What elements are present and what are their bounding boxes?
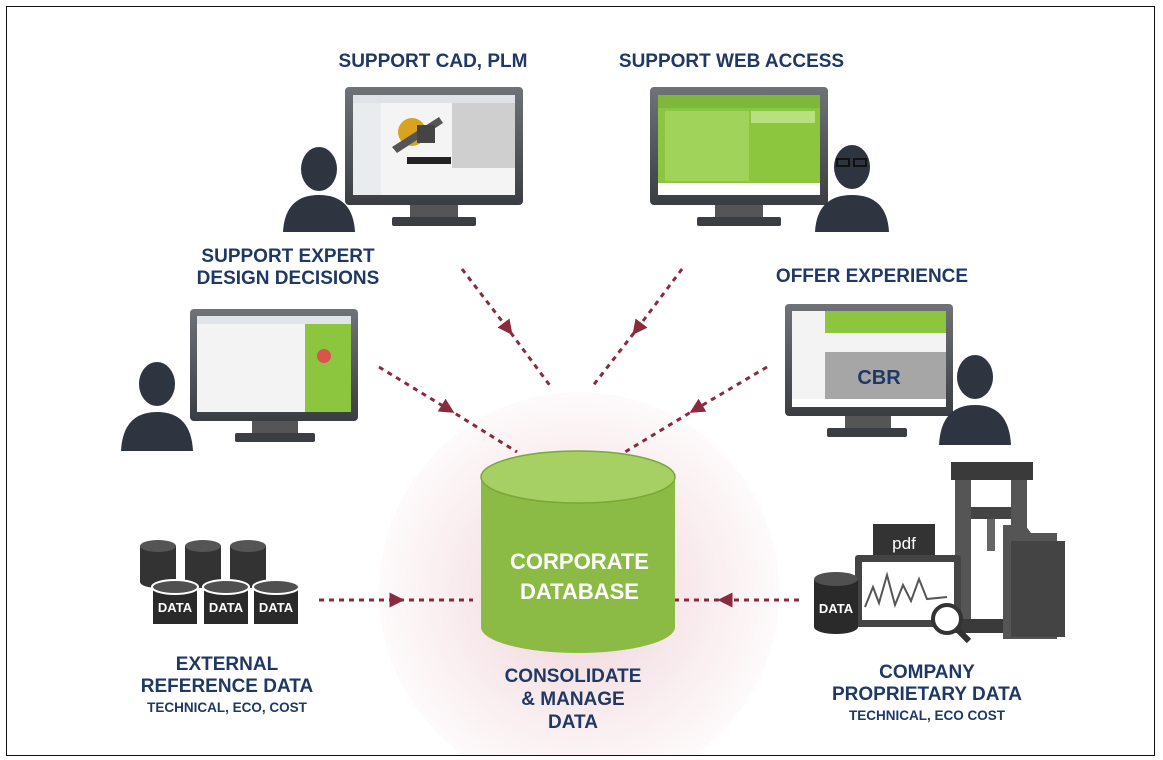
data-tag: DATA xyxy=(819,601,854,616)
magnifier-icon xyxy=(931,603,963,635)
person-expert xyxy=(121,362,193,451)
machine-icon xyxy=(951,462,1033,480)
arrow-offer xyxy=(624,365,768,454)
cbr-label: CBR xyxy=(857,367,901,389)
company-data-cylinder xyxy=(814,579,858,627)
monitor-web xyxy=(650,87,828,226)
arrow-cad xyxy=(460,268,553,388)
label-external-reference-data: EXTERNAL REFERENCE DATA TECHNICAL, ECO, … xyxy=(107,654,347,715)
label-offer-experience: OFFER EXPERIENCE xyxy=(775,266,969,287)
monitor-expert xyxy=(190,309,358,442)
label-support-cad-plm: SUPPORT CAD, PLM xyxy=(338,51,528,72)
data-tag: DATA xyxy=(209,600,244,615)
label-consolidate: CONSOLIDATE & MANAGE DATA xyxy=(504,666,642,734)
person-web xyxy=(815,145,889,232)
label-company-sub: TECHNICAL, ECO COST xyxy=(848,707,1005,723)
arrow-expert xyxy=(378,365,518,454)
label-company-proprietary-data: COMPANY PROPRIETARY DATA TECHNICAL, ECO … xyxy=(807,662,1047,723)
corporate-database-label: CORPORATE DATABASE xyxy=(510,549,649,604)
arrows xyxy=(319,268,799,608)
diagram-frame: CBR xyxy=(6,6,1155,756)
company-data-icons: DATA pdf xyxy=(814,462,1065,644)
data-tag: DATA xyxy=(259,600,294,615)
person-cad xyxy=(283,147,355,232)
corporate-database-cylinder xyxy=(480,450,676,653)
monitor-cad xyxy=(345,87,523,226)
data-tag: DATA xyxy=(158,600,193,615)
label-external-sub: TECHNICAL, ECO, COST xyxy=(147,699,307,715)
person-offer xyxy=(939,355,1011,445)
arrow-web xyxy=(590,268,684,388)
label-support-expert: SUPPORT EXPERT DESIGN DECISIONS xyxy=(196,246,380,289)
external-data-cylinders: DATA DATA DATA xyxy=(140,540,300,626)
label-support-web-access: SUPPORT WEB ACCESS xyxy=(618,51,845,72)
pdf-tag: pdf xyxy=(892,534,916,553)
diagram-canvas: CBR xyxy=(121,87,1065,653)
monitor-cbr xyxy=(785,304,953,437)
